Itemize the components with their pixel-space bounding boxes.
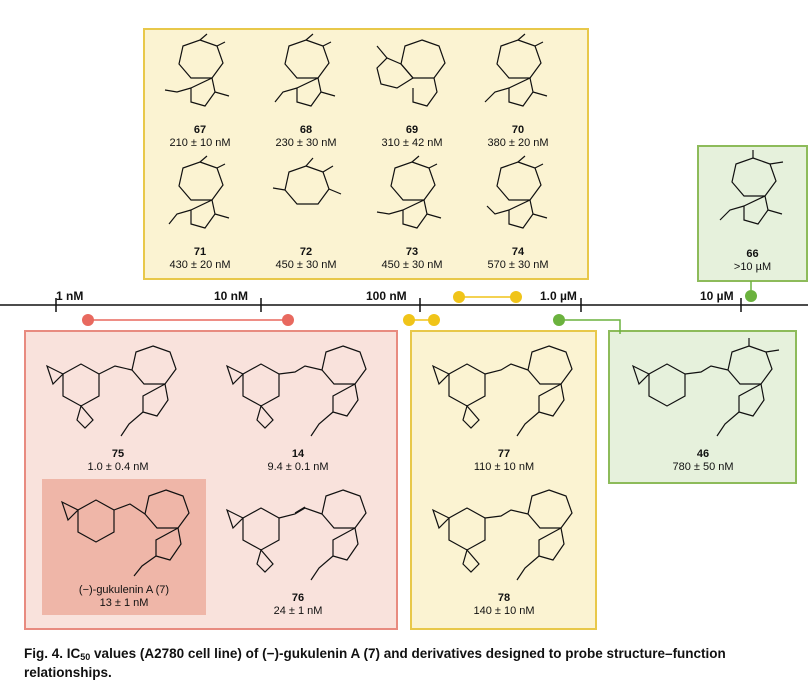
- compound-77: 77 110 ± 10 nM: [414, 336, 594, 474]
- figure-caption: Fig. 4. IC50 values (A2780 cell line) of…: [24, 646, 808, 681]
- structure-75: [45, 345, 177, 437]
- structure-14: [225, 345, 367, 437]
- compound-number: 70: [511, 124, 525, 136]
- marker-46: [553, 314, 565, 326]
- compound-number: 68: [299, 124, 313, 136]
- compound-46: 46 780 ± 50 nM: [612, 336, 794, 474]
- connector-46: [565, 319, 621, 334]
- compound-ic50: 380 ± 20 nM: [487, 137, 549, 149]
- compound-number: 75: [111, 448, 125, 460]
- compound-number: 76: [291, 592, 305, 604]
- compound-74: 74 570 ± 30 nM: [468, 154, 568, 272]
- compound-number: 72: [299, 246, 313, 258]
- compound-67: 67 210 ± 10 nM: [150, 32, 250, 150]
- compound-72: 72 450 ± 30 nM: [256, 154, 356, 272]
- caption-ic: IC: [66, 646, 81, 661]
- compound-ic50: 450 ± 30 nM: [275, 259, 337, 271]
- structure-71: [168, 155, 230, 229]
- structure-78: [431, 489, 573, 581]
- panel-inactive-monomer: [697, 145, 808, 282]
- panel-weak-dimer: [608, 330, 797, 484]
- structure-67: [164, 33, 230, 107]
- structure-7: [60, 489, 190, 577]
- axis-ticks: [55, 298, 742, 312]
- compound-ic50: 310 ± 42 nM: [381, 137, 443, 149]
- structure-66: [719, 150, 783, 225]
- structure-69: [376, 39, 446, 107]
- structure-70: [484, 33, 548, 107]
- compound-68: 68 230 ± 30 nM: [256, 32, 356, 150]
- compound-ic50: 230 ± 30 nM: [275, 137, 337, 149]
- compound-ic50: 140 ± 10 nM: [473, 605, 535, 617]
- compound-7: (−)-gukulenin A (7) 13 ± 1 nM: [38, 480, 210, 610]
- tick-label-10um: 10 µM: [700, 289, 734, 303]
- compound-ic50: 24 ± 1 nM: [273, 605, 323, 617]
- compound-78: 78 140 ± 10 nM: [414, 480, 594, 618]
- compound-number: 77: [497, 448, 511, 460]
- compound-number: 66: [746, 248, 759, 260]
- compound-name: (−)-gukulenin A (7): [78, 584, 170, 596]
- compound-70: 70 380 ± 20 nM: [468, 32, 568, 150]
- structure-77: [431, 345, 573, 437]
- compound-ic50: 210 ± 10 nM: [169, 137, 231, 149]
- compound-ic50: 13 ± 1 nM: [99, 597, 149, 609]
- compound-number: 74: [511, 246, 525, 258]
- marker-67: [453, 291, 465, 303]
- structure-68: [274, 33, 336, 107]
- potency-axis: [0, 281, 808, 334]
- compound-76: 76 24 ± 1 nM: [208, 480, 388, 618]
- structure-74: [486, 155, 548, 229]
- compound-ic50: 430 ± 20 nM: [169, 259, 231, 271]
- compound-number: 78: [497, 592, 511, 604]
- tick-label-1um: 1.0 µM: [540, 289, 577, 303]
- structure-46: [631, 338, 780, 437]
- compound-69: 69 310 ± 42 nM: [362, 32, 462, 150]
- compound-73: 73 450 ± 30 nM: [362, 154, 462, 272]
- tick-label-1nm: 1 nM: [56, 289, 84, 303]
- caption-text: values (A2780 cell line) of (−)-gukuleni…: [24, 646, 726, 680]
- compound-66: 66 >10 µM: [700, 150, 805, 274]
- compound-ic50: 110 ± 10 nM: [473, 461, 535, 473]
- compound-number: 46: [696, 448, 710, 460]
- caption-ic-sub: 50: [80, 652, 91, 662]
- marker-66: [745, 290, 757, 302]
- caption-label: Fig. 4.: [24, 646, 64, 661]
- marker-78: [428, 314, 440, 326]
- compound-ic50: 450 ± 30 nM: [381, 259, 443, 271]
- panel-linked-dimers: [410, 330, 597, 630]
- compound-number: 14: [291, 448, 305, 460]
- compound-number: 73: [405, 246, 419, 258]
- marker-76: [282, 314, 294, 326]
- compound-75: 75 1.0 ± 0.4 nM: [28, 336, 208, 474]
- marker-74: [510, 291, 522, 303]
- compound-71: 71 430 ± 20 nM: [150, 154, 250, 272]
- compound-ic50: >10 µM: [733, 261, 772, 273]
- compound-ic50: 570 ± 30 nM: [487, 259, 549, 271]
- tick-label-10nm: 10 nM: [214, 289, 249, 303]
- structure-76: [225, 489, 367, 581]
- compound-14: 14 9.4 ± 0.1 nM: [208, 336, 388, 474]
- structure-72: [272, 157, 342, 205]
- compound-ic50: 780 ± 50 nM: [672, 461, 734, 473]
- compound-ic50: 1.0 ± 0.4 nM: [87, 461, 149, 473]
- marker-75: [82, 314, 94, 326]
- structure-73: [376, 155, 442, 229]
- compound-number: 67: [193, 124, 207, 136]
- tick-label-100nm: 100 nM: [366, 289, 407, 303]
- compound-number: 69: [405, 124, 419, 136]
- marker-77: [403, 314, 415, 326]
- compound-number: 71: [193, 246, 207, 258]
- compound-ic50: 9.4 ± 0.1 nM: [267, 461, 329, 473]
